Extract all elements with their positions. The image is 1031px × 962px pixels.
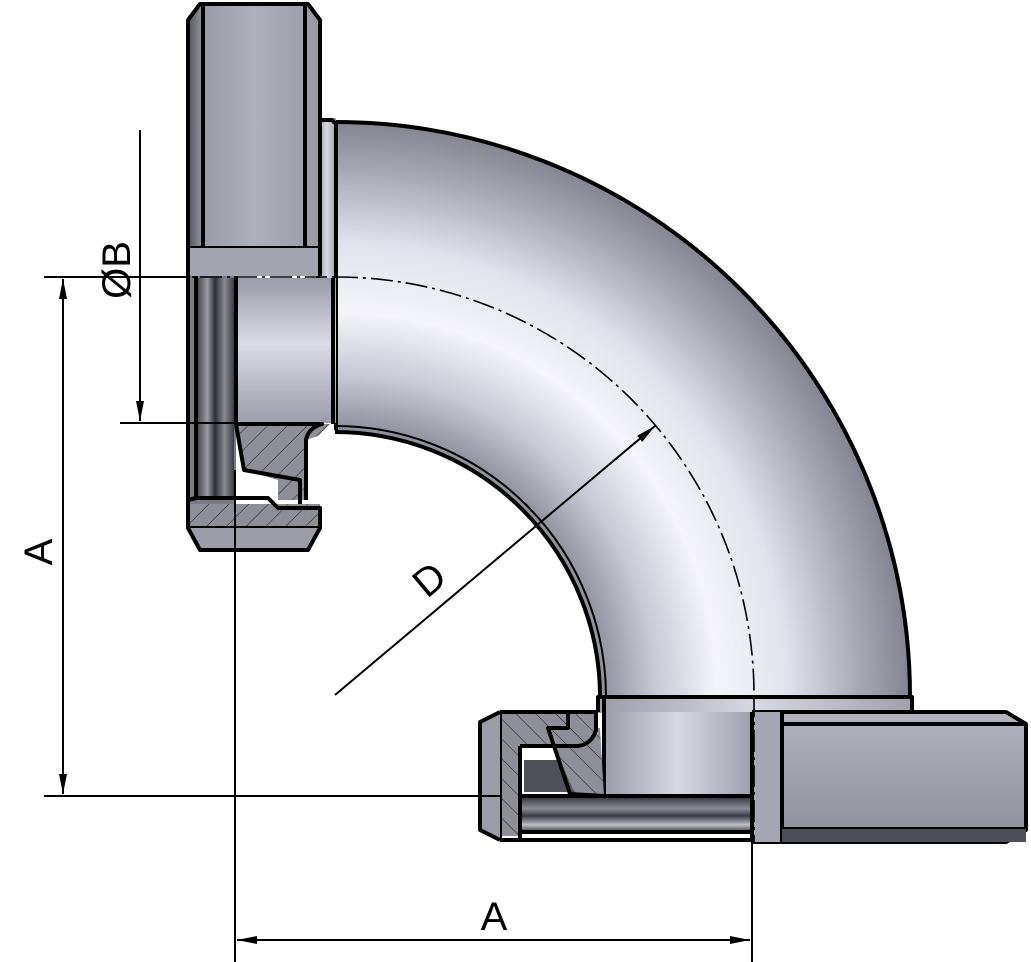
dim-label-a-horizontal: A xyxy=(481,895,508,939)
dimension-b-diameter: ØB xyxy=(95,130,236,424)
top-collar xyxy=(236,118,338,430)
top-section xyxy=(186,276,330,552)
dimension-a-horizontal: A xyxy=(234,470,753,962)
bottom-section xyxy=(478,710,754,842)
dim-label-d: D xyxy=(404,554,454,606)
center-lines xyxy=(130,276,755,842)
bottom-collar xyxy=(596,695,914,796)
dimension-a-vertical: A xyxy=(17,276,500,797)
top-union-nut xyxy=(186,2,322,276)
dim-label-b: ØB xyxy=(95,241,139,299)
elbow-bend xyxy=(334,120,912,698)
bottom-union-nut xyxy=(752,710,1028,844)
dim-label-a-vertical: A xyxy=(17,538,61,565)
